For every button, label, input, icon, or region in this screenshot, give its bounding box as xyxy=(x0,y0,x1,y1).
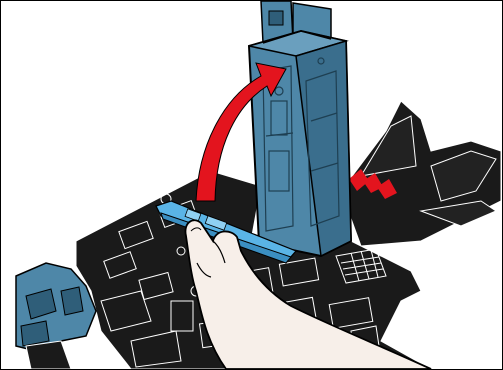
right-wing xyxy=(341,101,501,246)
cockpit-tower xyxy=(249,1,351,256)
